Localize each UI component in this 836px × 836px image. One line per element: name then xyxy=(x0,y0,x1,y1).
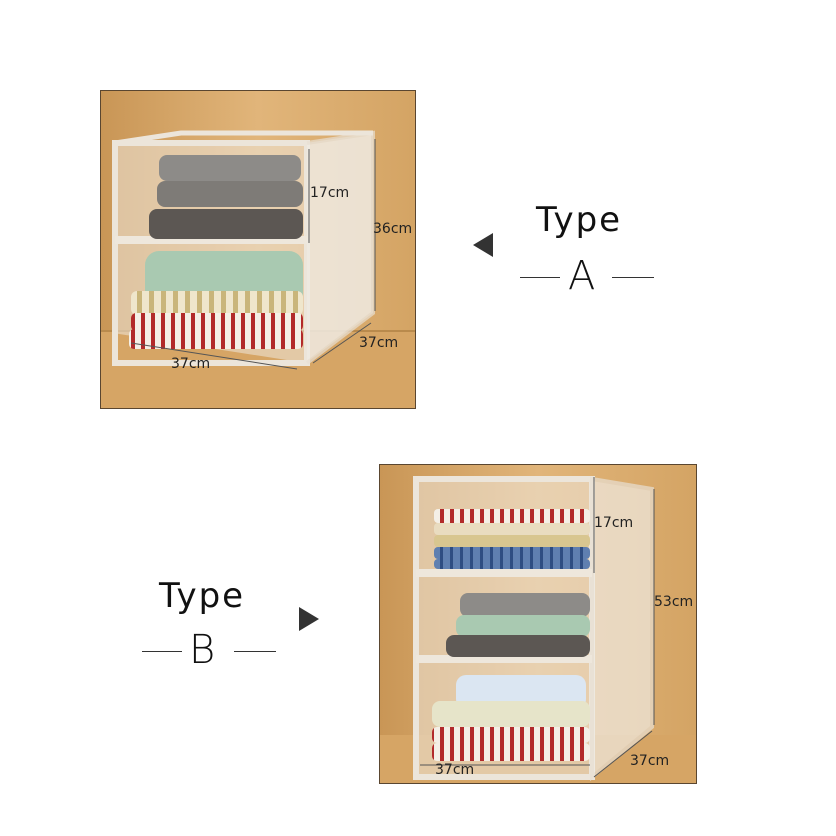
type-a-rule-left xyxy=(520,277,560,278)
type-a-product-photo: 17cm 36cm 37cm 37cm xyxy=(100,90,416,409)
type-a-rule-right xyxy=(612,277,654,278)
triangle-right-icon xyxy=(299,607,319,631)
type-b-shelf-illustration xyxy=(380,465,696,783)
type-b-product-photo: 17cm 53cm 37cm 37cm xyxy=(379,464,697,784)
type-b-letter: B xyxy=(189,627,216,673)
type-a-letter: A xyxy=(568,253,596,299)
type-a-shelf-illustration xyxy=(101,91,415,408)
type-a-depth-label: 37cm xyxy=(359,335,399,351)
type-a-total-height-label: 36cm xyxy=(373,221,413,237)
triangle-left-icon xyxy=(473,233,493,257)
type-b-depth-label: 37cm xyxy=(630,753,670,769)
type-b-shelf-height-label: 17cm xyxy=(594,515,634,531)
type-a-shelf-height-label: 17cm xyxy=(310,185,350,201)
type-b-rule-left xyxy=(142,651,182,652)
type-b-title: Type xyxy=(159,576,246,616)
type-b-total-height-label: 53cm xyxy=(654,594,694,610)
type-a-width-label: 37cm xyxy=(171,356,211,372)
type-b-width-label: 37cm xyxy=(435,762,475,778)
type-a-title: Type xyxy=(536,200,623,240)
type-b-rule-right xyxy=(234,651,276,652)
